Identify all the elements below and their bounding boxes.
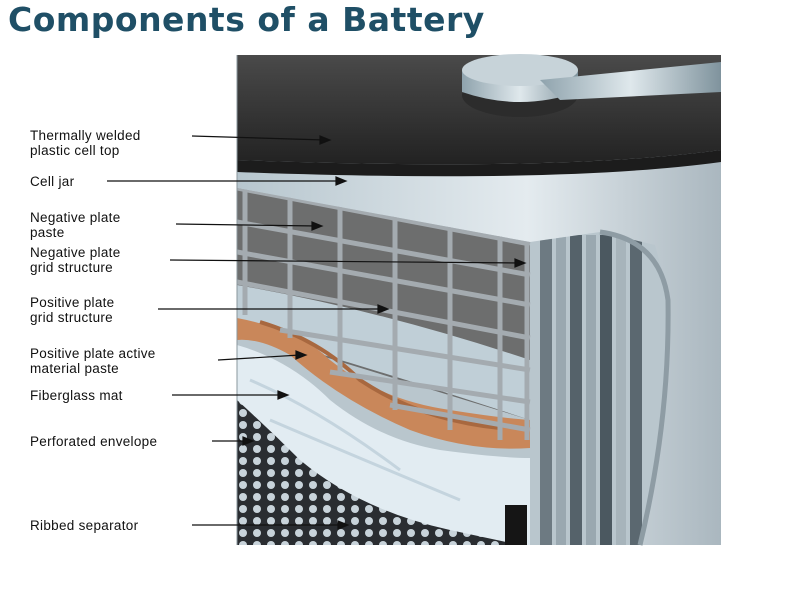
label-ribbed-separator: Ribbed separator xyxy=(30,518,138,533)
label-line: Perforated envelope xyxy=(30,434,158,449)
label-line: grid structure xyxy=(30,260,113,275)
perforated-envelope-shape xyxy=(237,400,520,545)
label-line: Cell jar xyxy=(30,174,75,189)
label-line: paste xyxy=(30,225,65,240)
label-line: plastic cell top xyxy=(30,143,120,158)
label-fiberglass-mat: Fiberglass mat xyxy=(30,388,123,403)
label-line: Ribbed separator xyxy=(30,518,139,533)
label-line: Fiberglass mat xyxy=(30,388,123,403)
label-negative-plate-paste: Negative plate paste xyxy=(30,210,121,240)
label-line: Negative plate xyxy=(30,245,121,260)
label-cell-jar: Cell jar xyxy=(30,174,74,189)
label-line: Positive plate active xyxy=(30,346,156,361)
label-cell-top: Thermally welded plastic cell top xyxy=(30,128,141,158)
label-negative-plate-grid: Negative plate grid structure xyxy=(30,245,121,275)
label-positive-plate-grid: Positive plate grid structure xyxy=(30,295,115,325)
label-perforated-envelope: Perforated envelope xyxy=(30,434,157,449)
plate-stack xyxy=(540,235,642,545)
cutaway-interior xyxy=(237,188,670,545)
diagram-title: Components of a Battery xyxy=(8,0,485,39)
label-line: Negative plate xyxy=(30,210,121,225)
ribbed-separator-shape xyxy=(505,505,527,545)
label-line: material paste xyxy=(30,361,119,376)
leader-lines xyxy=(107,135,527,530)
label-line: Thermally welded xyxy=(30,128,141,143)
label-line: Positive plate xyxy=(30,295,115,310)
terminal-post xyxy=(462,54,721,117)
label-positive-active-paste: Positive plate active material paste xyxy=(30,346,156,376)
label-line: grid structure xyxy=(30,310,113,325)
